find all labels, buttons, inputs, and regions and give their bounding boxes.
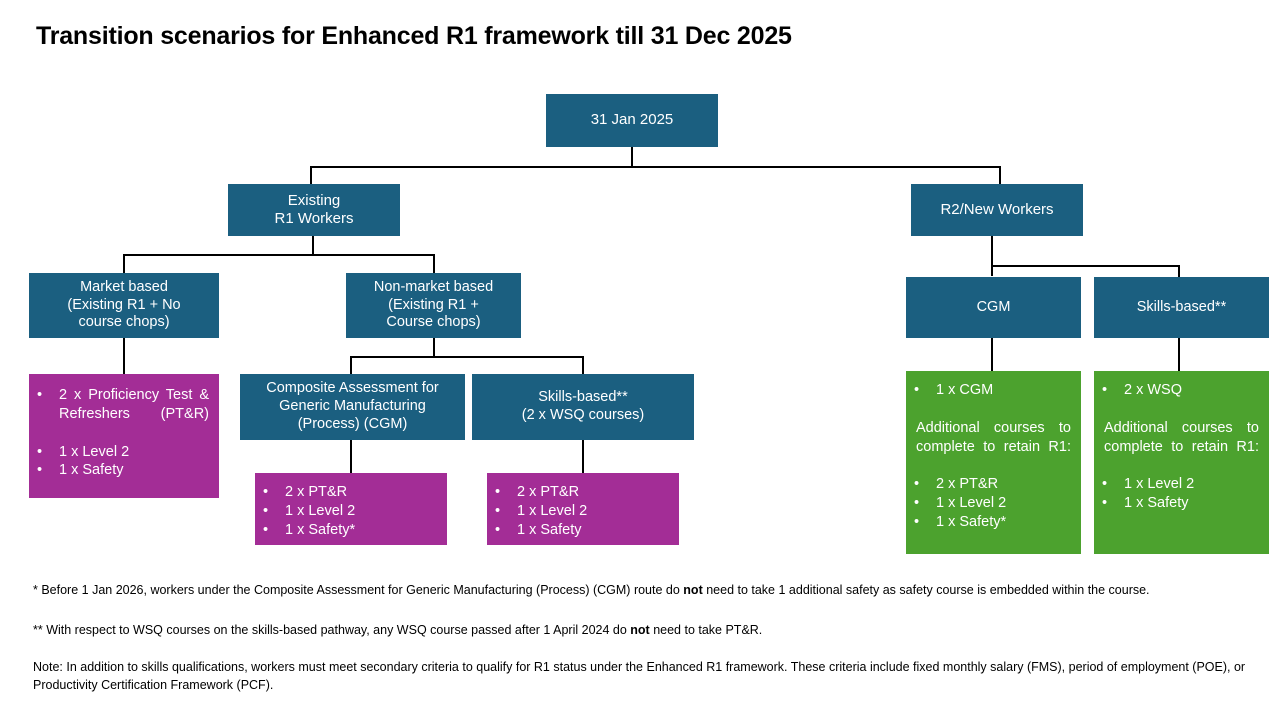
requirements-cgm-left: 2 x PT&R 1 x Level 2 1 x Safety* bbox=[255, 473, 447, 545]
connector-skillsleft-to-req bbox=[582, 440, 584, 473]
node-cgm-right[interactable]: CGM bbox=[906, 277, 1081, 338]
requirements-cgm-right-note: Additional courses to complete to retain… bbox=[916, 419, 1071, 455]
node-existing-r1-workers[interactable]: Existing R1 Workers bbox=[228, 184, 400, 236]
node-skills-based-right[interactable]: Skills-based** bbox=[1094, 277, 1269, 338]
node-composite-assessment-cgm[interactable]: Composite Assessment for Generic Manufac… bbox=[240, 374, 465, 440]
footnote-single-asterisk: * Before 1 Jan 2026, workers under the C… bbox=[33, 582, 1261, 600]
list-item: 1 x CGM bbox=[906, 381, 1071, 400]
list-item: 2 x WSQ bbox=[1094, 381, 1259, 400]
footnote-single-asterisk-bold: not bbox=[683, 583, 703, 597]
list-item: 1 x Level 2 bbox=[255, 502, 437, 521]
footnote-single-asterisk-pre: * Before 1 Jan 2026, workers under the C… bbox=[33, 583, 684, 597]
node-r2-new-workers[interactable]: R2/New Workers bbox=[911, 184, 1083, 236]
connector-root-bus bbox=[310, 166, 1000, 168]
requirements-market-based-list: 2 x Proficiency Test & Refreshers (PT&R)… bbox=[29, 386, 209, 480]
connector-nonmarket-stem bbox=[433, 338, 435, 357]
footnote-single-asterisk-post: need to take 1 additional safety as safe… bbox=[702, 583, 1150, 597]
requirements-skills-left-list: 2 x PT&R 1 x Level 2 1 x Safety bbox=[487, 483, 669, 540]
connector-root-to-existing bbox=[310, 166, 312, 184]
connector-nonmarket-to-cgm bbox=[350, 356, 352, 375]
page-title: Transition scenarios for Enhanced R1 fra… bbox=[36, 22, 792, 50]
footnote-double-asterisk-post: need to take PT&R. bbox=[649, 623, 763, 637]
connector-existing-bus bbox=[123, 254, 435, 256]
list-item: 1 x Safety* bbox=[255, 521, 437, 540]
list-item: 1 x Safety bbox=[29, 461, 209, 480]
list-item: 2 x PT&R bbox=[906, 475, 1071, 494]
requirements-skills-right-primary: 2 x WSQ bbox=[1094, 381, 1259, 400]
node-cgm-right-label: CGM bbox=[976, 298, 1011, 315]
node-skills-based-left[interactable]: Skills-based** (2 x WSQ courses) bbox=[472, 374, 694, 440]
list-item: 2 x Proficiency Test & Refreshers (PT&R) bbox=[29, 386, 209, 443]
node-existing-r1-label: Existing R1 Workers bbox=[274, 191, 354, 227]
list-item: 2 x PT&R bbox=[255, 483, 437, 502]
requirements-cgm-right-list: 2 x PT&R 1 x Level 2 1 x Safety* bbox=[906, 475, 1071, 532]
connector-cgmright-to-req bbox=[991, 338, 993, 371]
footnote-double-asterisk-pre: ** With respect to WSQ courses on the sk… bbox=[33, 623, 631, 637]
connector-root-stem bbox=[631, 147, 633, 167]
node-skills-right-label: Skills-based** bbox=[1136, 298, 1227, 315]
footnote-double-asterisk: ** With respect to WSQ courses on the sk… bbox=[33, 622, 1261, 640]
requirements-skills-left: 2 x PT&R 1 x Level 2 1 x Safety bbox=[487, 473, 679, 545]
list-item: 1 x Level 2 bbox=[1094, 475, 1259, 494]
node-market-based-label: Market based (Existing R1 + No course ch… bbox=[67, 278, 181, 331]
node-r2-new-label: R2/New Workers bbox=[940, 200, 1054, 218]
spacer-line bbox=[906, 400, 1071, 419]
node-non-market-based-label: Non-market based (Existing R1 + Course c… bbox=[373, 278, 494, 331]
requirements-skills-right: 2 x WSQ Additional courses to complete t… bbox=[1094, 371, 1269, 554]
connector-market-to-req bbox=[123, 338, 125, 374]
connector-existing-to-market bbox=[123, 254, 125, 273]
list-item: 1 x Level 2 bbox=[29, 443, 209, 462]
node-non-market-based[interactable]: Non-market based (Existing R1 + Course c… bbox=[346, 273, 521, 338]
node-root-label: 31 Jan 2025 bbox=[590, 111, 674, 129]
node-cgm-left-label: Composite Assessment for Generic Manufac… bbox=[266, 380, 439, 432]
connector-cgmleft-to-req bbox=[350, 440, 352, 473]
node-root-31-jan-2025[interactable]: 31 Jan 2025 bbox=[546, 94, 718, 147]
requirements-market-based: 2 x Proficiency Test & Refreshers (PT&R)… bbox=[29, 374, 219, 498]
list-item: 1 x Safety bbox=[1094, 494, 1259, 513]
connector-existing-to-nonmarket bbox=[433, 254, 435, 273]
requirements-cgm-right: 1 x CGM Additional courses to complete t… bbox=[906, 371, 1081, 554]
connector-skillsright-to-req bbox=[1178, 338, 1180, 371]
requirements-cgm-right-primary: 1 x CGM bbox=[906, 381, 1071, 400]
connector-nonmarket-bus bbox=[350, 356, 584, 358]
node-skills-left-label: Skills-based** (2 x WSQ courses) bbox=[521, 389, 645, 423]
list-item: 1 x Level 2 bbox=[487, 502, 669, 521]
footnote-double-asterisk-bold: not bbox=[630, 623, 650, 637]
list-item: 1 x Safety bbox=[487, 521, 669, 540]
connector-existing-stem bbox=[312, 236, 314, 255]
list-item: 1 x Safety* bbox=[906, 513, 1071, 532]
connector-r2new-bus bbox=[991, 265, 1180, 267]
list-item: 2 x PT&R bbox=[487, 483, 669, 502]
node-market-based[interactable]: Market based (Existing R1 + No course ch… bbox=[29, 273, 219, 338]
connector-root-to-r2new bbox=[999, 166, 1001, 184]
requirements-skills-right-note: Additional courses to complete to retain… bbox=[1104, 419, 1259, 455]
requirements-cgm-left-list: 2 x PT&R 1 x Level 2 1 x Safety* bbox=[255, 483, 437, 540]
connector-r2new-stem bbox=[991, 236, 993, 276]
footnote-note: Note: In addition to skills qualificatio… bbox=[33, 660, 1246, 692]
connector-nonmarket-to-skills bbox=[582, 356, 584, 375]
spacer-line bbox=[1094, 400, 1259, 419]
connector-r2new-to-skills bbox=[1178, 265, 1180, 277]
requirements-skills-right-list: 1 x Level 2 1 x Safety bbox=[1094, 475, 1259, 513]
list-item: 1 x Level 2 bbox=[906, 494, 1071, 513]
